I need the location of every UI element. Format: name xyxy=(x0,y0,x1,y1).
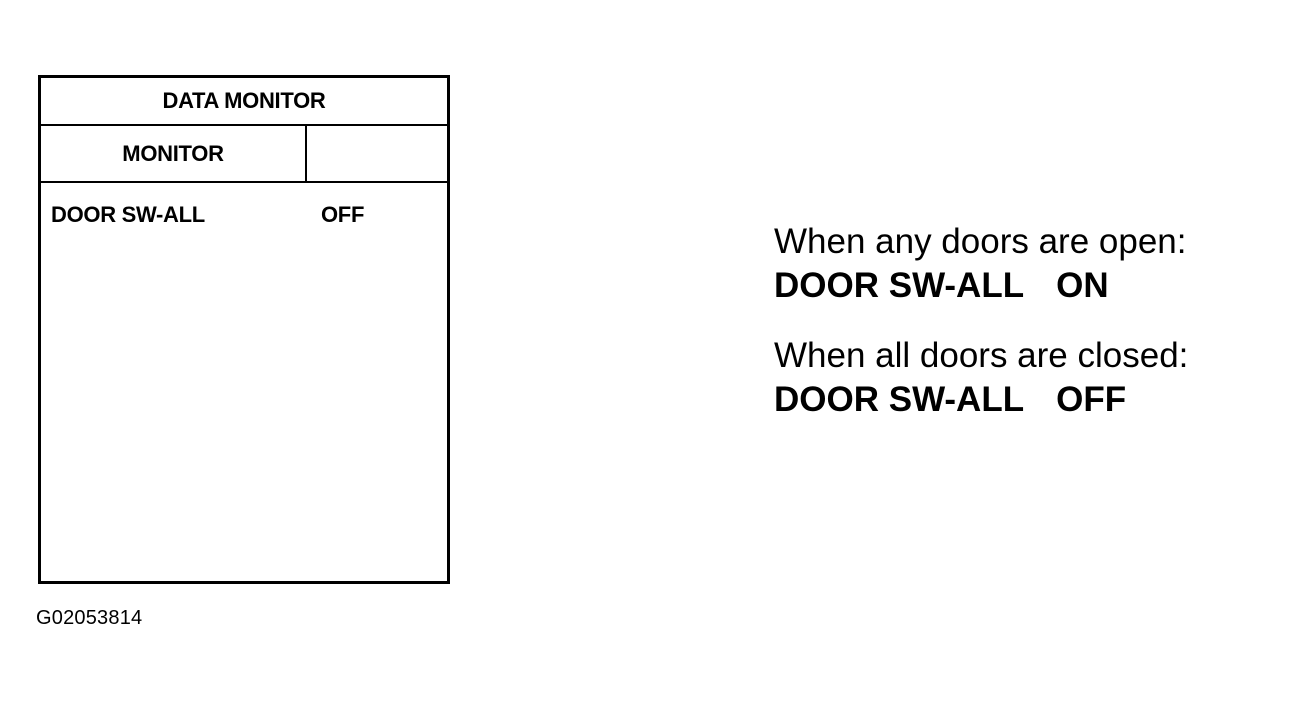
closed-condition-text: When all doors are closed: xyxy=(774,336,1189,375)
explanation-block: When any doors are open: DOOR SW-ALL ON W… xyxy=(774,220,1274,448)
open-state-value: ON xyxy=(1056,266,1109,305)
monitor-column-header: MONITOR xyxy=(41,126,307,181)
monitor-item-value: OFF xyxy=(321,202,365,227)
monitor-data-row: DOOR SW-ALL OFF xyxy=(51,202,431,230)
data-monitor-title: DATA MONITOR xyxy=(41,78,447,126)
open-condition-text: When any doors are open: xyxy=(774,222,1187,261)
closed-state-value: OFF xyxy=(1056,380,1127,419)
monitor-header-row: MONITOR xyxy=(41,126,447,183)
closed-state-line: DOOR SW-ALL OFF xyxy=(774,378,1274,422)
closed-state-item: DOOR SW-ALL xyxy=(774,380,1025,419)
monitor-item-name: DOOR SW-ALL xyxy=(51,202,205,227)
open-state-line: DOOR SW-ALL ON xyxy=(774,264,1274,308)
figure-id: G02053814 xyxy=(36,607,143,629)
value-column-header xyxy=(307,126,447,181)
data-monitor-panel: DATA MONITOR MONITOR DOOR SW-ALL OFF xyxy=(38,75,450,584)
open-state-item: DOOR SW-ALL xyxy=(774,266,1025,305)
